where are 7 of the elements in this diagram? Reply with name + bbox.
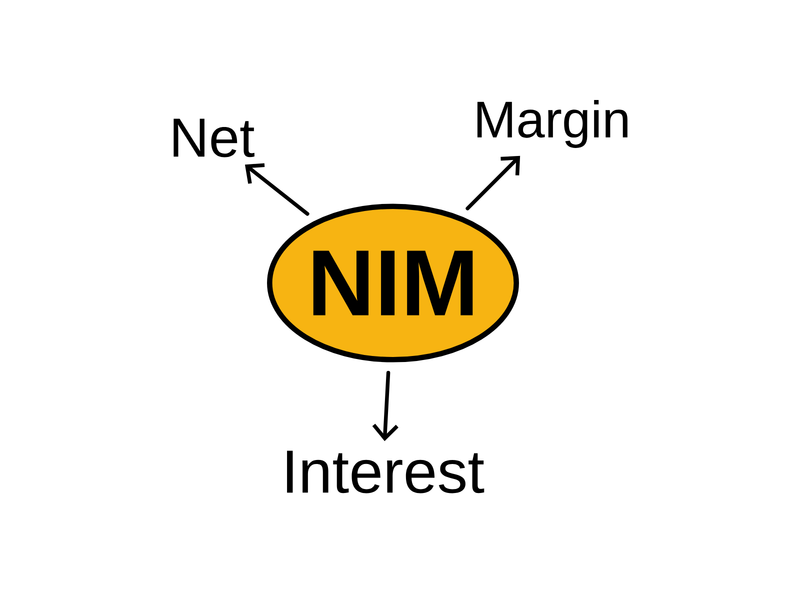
oval-node: NIM	[267, 204, 519, 362]
word-label: Net	[174, 118, 254, 158]
arrow	[466, 156, 520, 210]
word-label: Margin	[477, 100, 628, 148]
word-label: Interest	[287, 450, 484, 494]
arrow	[244, 163, 310, 216]
arrow	[372, 370, 398, 442]
